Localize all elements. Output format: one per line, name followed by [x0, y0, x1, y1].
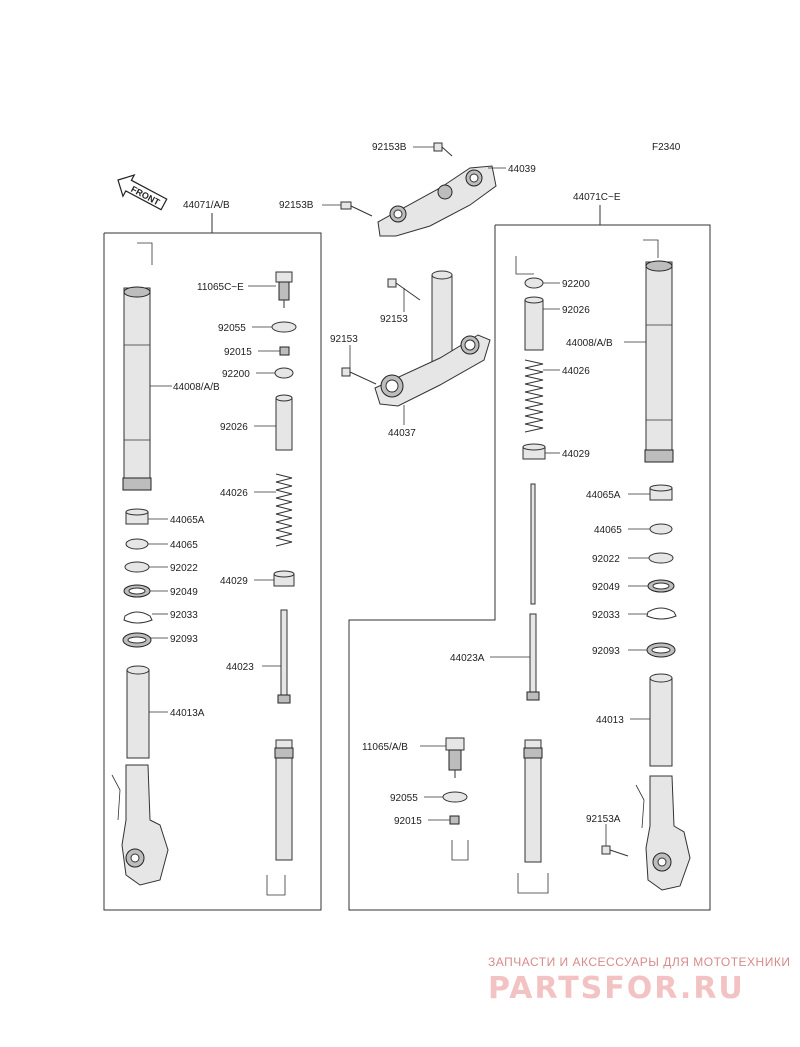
label-92093-right: 92093: [592, 646, 620, 657]
circlip-92033-right: [646, 607, 677, 620]
label-92049-right: 92049: [592, 582, 620, 593]
label-44008-right: 44008/A/B: [566, 338, 613, 349]
label-92153b-top: 92153B: [372, 142, 407, 153]
dust-seal-92093-right: [646, 642, 676, 658]
bolt-92153-b: [341, 367, 377, 385]
bolt-92153b-top: [433, 142, 453, 157]
washer-92022-left: [124, 561, 150, 573]
watermark-brand: PARTSFOR.RU: [488, 971, 745, 1006]
nut-92015-left: [279, 346, 290, 356]
bush-44065a-left: [125, 508, 149, 525]
label-44037: 44037: [388, 428, 416, 439]
label-92200-left: 92200: [222, 369, 250, 380]
label-44008-left: 44008/A/B: [173, 382, 220, 393]
o-ring-92055-left: [271, 321, 297, 333]
spring-44026-right: [524, 359, 544, 433]
left-assembly-frame: [103, 232, 322, 911]
steering-stem-44037: [374, 270, 491, 407]
bush-44065-right: [649, 523, 673, 535]
label-92015-left: 92015: [224, 347, 252, 358]
label-44065a-right: 44065A: [586, 490, 621, 501]
label-44023-left: 44023: [226, 662, 254, 673]
label-92026-right: 92026: [562, 305, 590, 316]
damper-rod-44023-left: [266, 609, 294, 896]
label-92055-right: 92055: [390, 793, 418, 804]
dust-seal-92093-left: [122, 632, 152, 648]
label-92026-left: 92026: [220, 422, 248, 433]
bush-44065-left: [125, 538, 149, 550]
label-44023a: 44023A: [450, 653, 485, 664]
oil-seal-92049-left: [123, 584, 151, 598]
label-92033-left: 92033: [170, 610, 198, 621]
cap-bolt-11065ce: [275, 271, 293, 308]
front-arrow-icon: FRONT: [117, 174, 168, 211]
bush-44065a-right: [649, 484, 673, 501]
washer-92200-right: [524, 277, 544, 289]
label-44065a-left: 44065A: [170, 515, 205, 526]
upper-bracket-44039: [377, 165, 497, 237]
label-92200-right: 92200: [562, 279, 590, 290]
bolt-92153b-left: [340, 201, 373, 217]
cap-bolt-11065ab: [445, 737, 465, 778]
nut-92015-right: [449, 815, 460, 825]
o-ring-92055-right: [442, 791, 468, 803]
right-assembly-frame: [348, 224, 711, 911]
label-44013-right: 44013: [596, 715, 624, 726]
spring-44026-left: [275, 473, 293, 547]
label-92022-right: 92022: [592, 554, 620, 565]
collar-92026-left: [275, 394, 293, 451]
label-44065-left: 44065: [170, 540, 198, 551]
label-92049-left: 92049: [170, 587, 198, 598]
label-92153a: 92153A: [586, 814, 621, 825]
label-92015-right: 92015: [394, 816, 422, 827]
label-92153b-left: 92153B: [279, 200, 314, 211]
figure-code: F2340: [652, 142, 681, 153]
label-92093-left: 92093: [170, 634, 198, 645]
outer-tube-44008-left: [122, 242, 153, 491]
spacer-44029-right: [522, 443, 546, 460]
label-44071ab: 44071/A/B: [183, 200, 230, 211]
label-44029-right: 44029: [562, 449, 590, 460]
damper-rod-44023a: [517, 483, 549, 894]
collar-92026-right: [524, 296, 544, 351]
axle-bracket-right: [635, 775, 691, 891]
axle-bracket-left: [111, 764, 169, 886]
label-44026-right: 44026: [562, 366, 590, 377]
washer-92200-left: [274, 367, 294, 379]
outer-tube-44008-right: [643, 239, 674, 463]
label-92153-b: 92153: [330, 334, 358, 345]
inner-tube-44013a: [126, 665, 150, 759]
circlip-92033-left: [123, 611, 153, 624]
label-92055-left: 92055: [218, 323, 246, 334]
label-44065-right: 44065: [594, 525, 622, 536]
bolt-92153-a: [387, 278, 421, 301]
label-44071ce: 44071C~E: [573, 192, 621, 203]
spacer-44029-left: [273, 570, 295, 587]
label-44039: 44039: [508, 164, 536, 175]
label-11065ab: 11065/A/B: [362, 742, 408, 753]
label-44026-left: 44026: [220, 488, 248, 499]
label-44013a: 44013A: [170, 708, 205, 719]
label-11065ce: 11065C~E: [197, 282, 244, 293]
label-92022-left: 92022: [170, 563, 198, 574]
washer-92022-right: [648, 552, 674, 564]
label-92153-a: 92153: [380, 314, 408, 325]
label-92033-right: 92033: [592, 610, 620, 621]
oil-seal-92049-right: [647, 579, 675, 593]
bolt-92153a: [601, 845, 629, 857]
watermark-tagline: ЗАПЧАСТИ И АКСЕССУАРЫ ДЛЯ МОТОТЕХНИКИ: [488, 955, 790, 969]
inner-tube-44013-right: [649, 673, 673, 767]
label-44029-left: 44029: [220, 576, 248, 587]
